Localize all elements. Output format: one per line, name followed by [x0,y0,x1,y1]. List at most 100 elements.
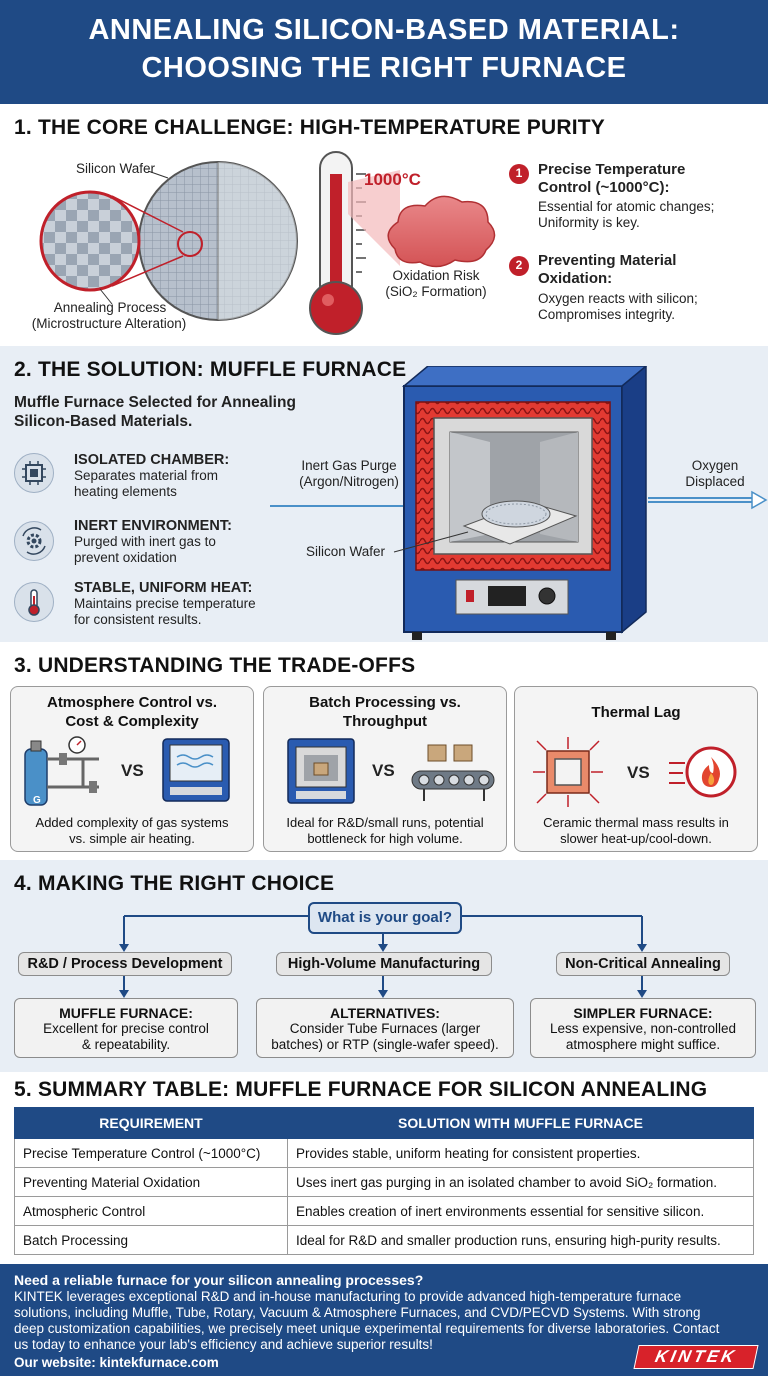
badge-2-number: 2 [515,258,523,272]
footer-body-line-4: us today to enhance your lab's efficienc… [14,1337,433,1352]
point-1-desc-line-2: Uniformity is key. [538,215,640,230]
table-cell: Atmospheric Control [14,1196,288,1226]
section-core-challenge: 1. THE CORE CHALLENGE: HIGH-TEMPERATURE … [0,104,768,346]
card-3-caption-line-2: slower heat-up/cool-down. [560,831,712,846]
table-row: Batch Processing Ideal for R&D and small… [14,1225,754,1255]
card-3-vs: VS [627,763,650,782]
feature-2-desc-line-2: prevent oxidation [74,550,177,565]
feature-1-desc-line-1: Separates material from [74,468,219,483]
card-1-title-line-1: Atmosphere Control vs. [46,694,218,711]
table-row: Atmospheric Control Enables creation of … [14,1196,754,1226]
result-3-title: SIMPLER FURNACE: [573,1005,713,1021]
trade-off-card-atmosphere: Atmosphere Control vs. Cost & Complexity… [10,686,254,852]
result-2-title: ALTERNATIVES: [330,1005,440,1021]
result-1-title: MUFFLE FURNACE: [59,1005,193,1021]
kintek-logo: KINTEK [633,1345,759,1369]
oxygen-label-line-1: Oxygen [691,458,739,473]
card-1-title-line-2: Cost & Complexity [65,713,199,730]
trade-off-card-thermal-lag: Thermal Lag VS Ceramic thermal mass resu… [514,686,758,852]
card-2-vs: VS [372,761,395,780]
goal-high-volume: High-Volume Manufacturing [276,952,492,976]
oxygen-label-line-2: Displaced [685,474,745,489]
result-3-line-1: Less expensive, non-controlled [549,1021,737,1036]
badge-1-number: 1 [515,166,523,180]
result-1-line-2: & repeatability. [81,1037,171,1052]
trade-off-card-batch: Batch Processing vs. Throughput VS Ideal… [263,686,507,852]
oxidation-label-line-1: Oxidation Risk [392,268,480,283]
furnace-body-icon [401,366,648,640]
card-1-caption-line-1: Added complexity of gas systems [35,815,229,830]
silicon-wafer-icon [138,161,298,321]
table-cell: Preventing Material Oxidation [14,1167,288,1197]
footer-banner: Need a reliable furnace for your silicon… [0,1264,768,1376]
point-2-desc-line-2: Compromises integrity. [538,307,676,322]
process-label-line-1: Annealing Process [53,300,167,315]
title-line-2: CHOOSING THE RIGHT FURNACE [141,52,627,84]
table-cell: Provides stable, uniform heating for con… [287,1138,754,1168]
section-3-title: 3. UNDERSTANDING THE TRADE-OFFS [14,654,416,677]
section-2-title: 2. THE SOLUTION: MUFFLE FURNACE [14,358,407,381]
feature-2-title: INERT ENVIRONMENT: [74,518,232,534]
cylinder-label: G [33,795,41,806]
core-challenge-illustration [39,151,529,335]
table-row: Preventing Material Oxidation Uses inert… [14,1167,754,1197]
result-2-line-2: batches) or RTP (single-wafer speed). [271,1037,499,1052]
table-cell: Enables creation of inert environments e… [287,1196,754,1226]
section-trade-offs: 3. UNDERSTANDING THE TRADE-OFFS Atmosphe… [0,642,768,860]
point-2-title-line-2: Oxidation: [538,270,613,287]
oxygen-outlet-arrow [648,490,768,510]
table-cell: Precise Temperature Control (~1000°C) [14,1138,288,1168]
section-solution: 2. THE SOLUTION: MUFFLE FURNACE Muffle F… [0,346,768,642]
card-1-vs: VS [121,761,144,780]
section-right-choice: 4. MAKING THE RIGHT CHOICE What is your … [0,860,768,1072]
microstructure-zoom-icon [39,190,203,292]
table-cell: Ideal for R&D and smaller production run… [287,1225,754,1255]
muffle-furnace-illustration [270,366,768,640]
solution-subtitle-line-1: Muffle Furnace Selected for Annealing [14,394,296,411]
solution-subtitle-line-2: Silicon-Based Materials. [14,413,193,430]
table-row: Precise Temperature Control (~1000°C) Pr… [14,1138,754,1168]
number-badge-1 [509,164,529,184]
card-2-title-line-1: Batch Processing vs. [309,694,461,711]
footer-body-line-1: KINTEK leverages exceptional R&D and in-… [14,1289,682,1304]
point-2-desc-line-1: Oxygen reacts with silicon; [538,291,698,306]
result-muffle-furnace: MUFFLE FURNACE: Excellent for precise co… [14,998,238,1058]
card-2-caption-line-2: bottleneck for high volume. [307,831,463,846]
footer-headline: Need a reliable furnace for your silicon… [14,1272,424,1288]
gear-cycle-icon [14,521,54,561]
feature-3-desc-line-2: for consistent results. [74,612,202,627]
table-header-requirement: REQUIREMENT [14,1107,288,1139]
result-simpler-furnace: SIMPLER FURNACE: Less expensive, non-con… [530,998,756,1058]
conveyor-belt-icon [411,744,495,801]
furnace-wafer-label: Silicon Wafer [306,544,386,559]
oxidation-label-line-2: (SiO₂ Formation) [385,284,487,299]
table-cell: Batch Processing [14,1225,288,1255]
wafer-label: Silicon Wafer [76,161,156,176]
thermometer-icon [309,151,400,335]
gas-cylinder-icon [24,736,99,806]
card-1-caption-line-2: vs. simple air heating. [69,831,195,846]
point-2-title-line-1: Preventing Material [538,252,677,269]
table-header-solution: SOLUTION WITH MUFFLE FURNACE [287,1107,754,1139]
point-1-desc-line-1: Essential for atomic changes; [538,199,715,214]
footer-body-line-3: deep customization capabilities, we prec… [14,1321,720,1336]
footer-website-link[interactable]: Our website: kintekfurnace.com [14,1355,219,1370]
number-badge-2 [509,256,529,276]
card-2-title-line-2: Throughput [342,713,428,730]
feature-3-desc-line-1: Maintains precise temperature [74,596,256,611]
goal-non-critical: Non-Critical Annealing [556,952,730,976]
thermometer-small-icon [14,582,54,622]
summary-table: REQUIREMENT SOLUTION WITH MUFFLE FURNACE… [14,1107,754,1255]
section-5-title: 5. SUMMARY TABLE: MUFFLE FURNACE FOR SIL… [14,1078,708,1101]
table-cell: Uses inert gas purging in an isolated ch… [287,1167,754,1197]
section-4-title: 4. MAKING THE RIGHT CHOICE [14,872,335,895]
title-line-1: ANNEALING SILICON-BASED MATERIAL: [88,14,680,46]
card-2-caption-line-1: Ideal for R&D/small runs, potential [286,815,484,830]
feature-1-title: ISOLATED CHAMBER: [74,452,230,468]
title-banner: ANNEALING SILICON-BASED MATERIAL: CHOOSI… [0,0,768,104]
card-3-caption-line-1: Ceramic thermal mass results in [543,815,729,830]
feature-3-title: STABLE, UNIFORM HEAT: [74,580,253,596]
process-label-line-2: (Microstructure Alteration) [31,316,187,331]
gas-label-line-2: (Argon/Nitrogen) [299,474,399,489]
batch-furnace-icon [287,738,355,804]
